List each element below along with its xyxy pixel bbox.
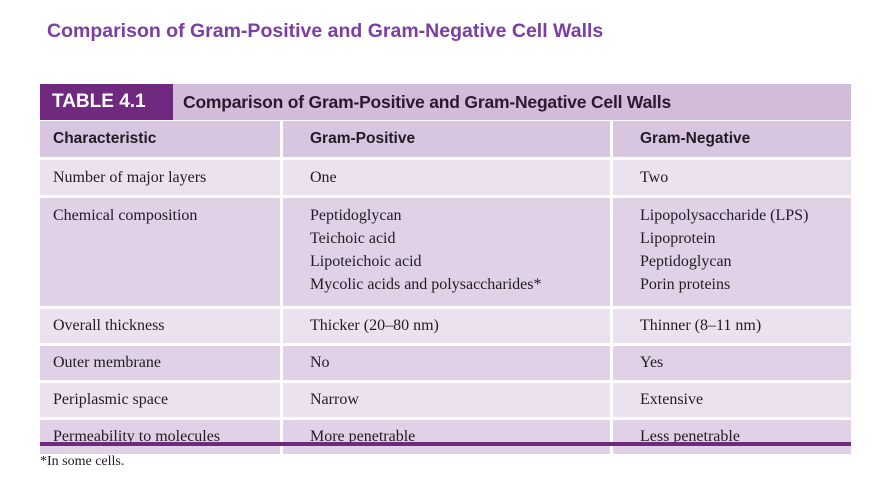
cell-characteristic: Number of major layers <box>40 160 280 195</box>
cell-gram-negative: Less penetrable <box>610 420 851 454</box>
table-bottom-rule <box>40 442 851 446</box>
cell-gram-positive: No <box>280 346 610 380</box>
cell-gram-negative: Thinner (8–11 nm) <box>610 309 851 343</box>
column-header-gram-negative: Gram-Negative <box>610 121 851 157</box>
cell-line: Teichoic acid <box>310 230 396 247</box>
table-row: Number of major layers One Two <box>40 157 851 195</box>
slide-title: Comparison of Gram-Positive and Gram-Neg… <box>47 20 604 42</box>
cell-characteristic: Periplasmic space <box>40 383 280 417</box>
cell-characteristic: Outer membrane <box>40 346 280 380</box>
cell-line: Porin proteins <box>640 276 731 293</box>
table-header-row: Characteristic Gram-Positive Gram-Negati… <box>40 121 851 157</box>
cell-line: Peptidoglycan <box>310 207 402 224</box>
table-row: Overall thickness Thicker (20–80 nm) Thi… <box>40 306 851 343</box>
table-caption: Comparison of Gram-Positive and Gram-Neg… <box>183 92 671 112</box>
cell-gram-positive: Narrow <box>280 383 610 417</box>
table-footnote: *In some cells. <box>40 454 125 469</box>
cell-gram-positive: Thicker (20–80 nm) <box>280 309 610 343</box>
cell-line: Lipopolysaccharide (LPS) <box>640 207 809 224</box>
cell-characteristic: Permeability to molecules <box>40 420 280 454</box>
cell-line: Mycolic acids and polysaccharides* <box>310 276 542 293</box>
table-header-bar <box>40 84 851 120</box>
cell-gram-negative: Two <box>610 160 851 195</box>
cell-characteristic: Overall thickness <box>40 309 280 343</box>
cell-gram-positive: One <box>280 160 610 195</box>
cell-gram-negative: Yes <box>610 346 851 380</box>
cell-gram-negative: Extensive <box>610 383 851 417</box>
table-row: Periplasmic space Narrow Extensive <box>40 380 851 417</box>
table-row: Permeability to molecules More penetrabl… <box>40 417 851 454</box>
cell-characteristic: Chemical composition <box>40 198 280 306</box>
column-header-characteristic: Characteristic <box>40 121 280 157</box>
cell-gram-positive: More penetrable <box>280 420 610 454</box>
table-label: TABLE 4.1 <box>40 84 173 120</box>
cell-gram-positive: Peptidoglycan Teichoic acid Lipoteichoic… <box>280 198 610 306</box>
column-header-gram-positive: Gram-Positive <box>280 121 610 157</box>
comparison-table: Characteristic Gram-Positive Gram-Negati… <box>40 121 851 454</box>
table-row: Outer membrane No Yes <box>40 343 851 380</box>
cell-line: Peptidoglycan <box>640 253 732 270</box>
cell-gram-negative: Lipopolysaccharide (LPS) Lipoprotein Pep… <box>610 198 851 306</box>
table-row: Chemical composition Peptidoglycan Teich… <box>40 195 851 306</box>
cell-line: Lipoteichoic acid <box>310 253 422 270</box>
cell-line: Lipoprotein <box>640 230 716 247</box>
